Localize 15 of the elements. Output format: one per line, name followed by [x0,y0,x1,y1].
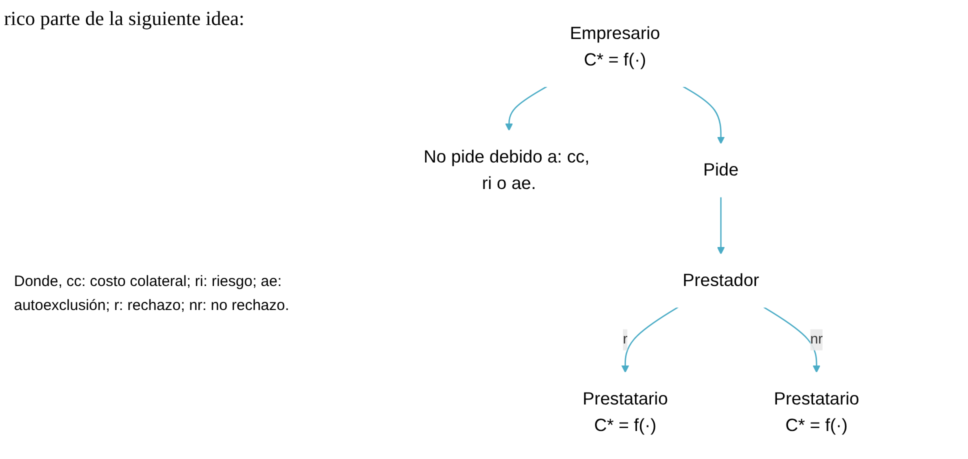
node-text: Pide [703,160,739,180]
arrow [763,306,820,373]
node-text: Prestador [682,270,760,290]
edge-label: r [622,332,628,347]
node-text: No pide debido a: cc, ri o ae. [424,147,590,194]
edge-label: nr [810,332,823,347]
node-text: Prestatario C* = f(·) [582,389,668,436]
arrow [682,86,725,144]
node-text: Prestatario C* = f(·) [774,389,860,436]
arrow [717,196,725,255]
arrow [505,86,548,131]
arrow [621,306,678,373]
intro-text: rico parte de la siguiente idea: [4,8,244,31]
node-text: Empresario C* = f(·) [570,24,660,70]
note-text: Donde, cc: costo colateral; ri: riesgo; ae: autoexclusión; r: rechazo; nr: no rechazo. [14,272,290,316]
